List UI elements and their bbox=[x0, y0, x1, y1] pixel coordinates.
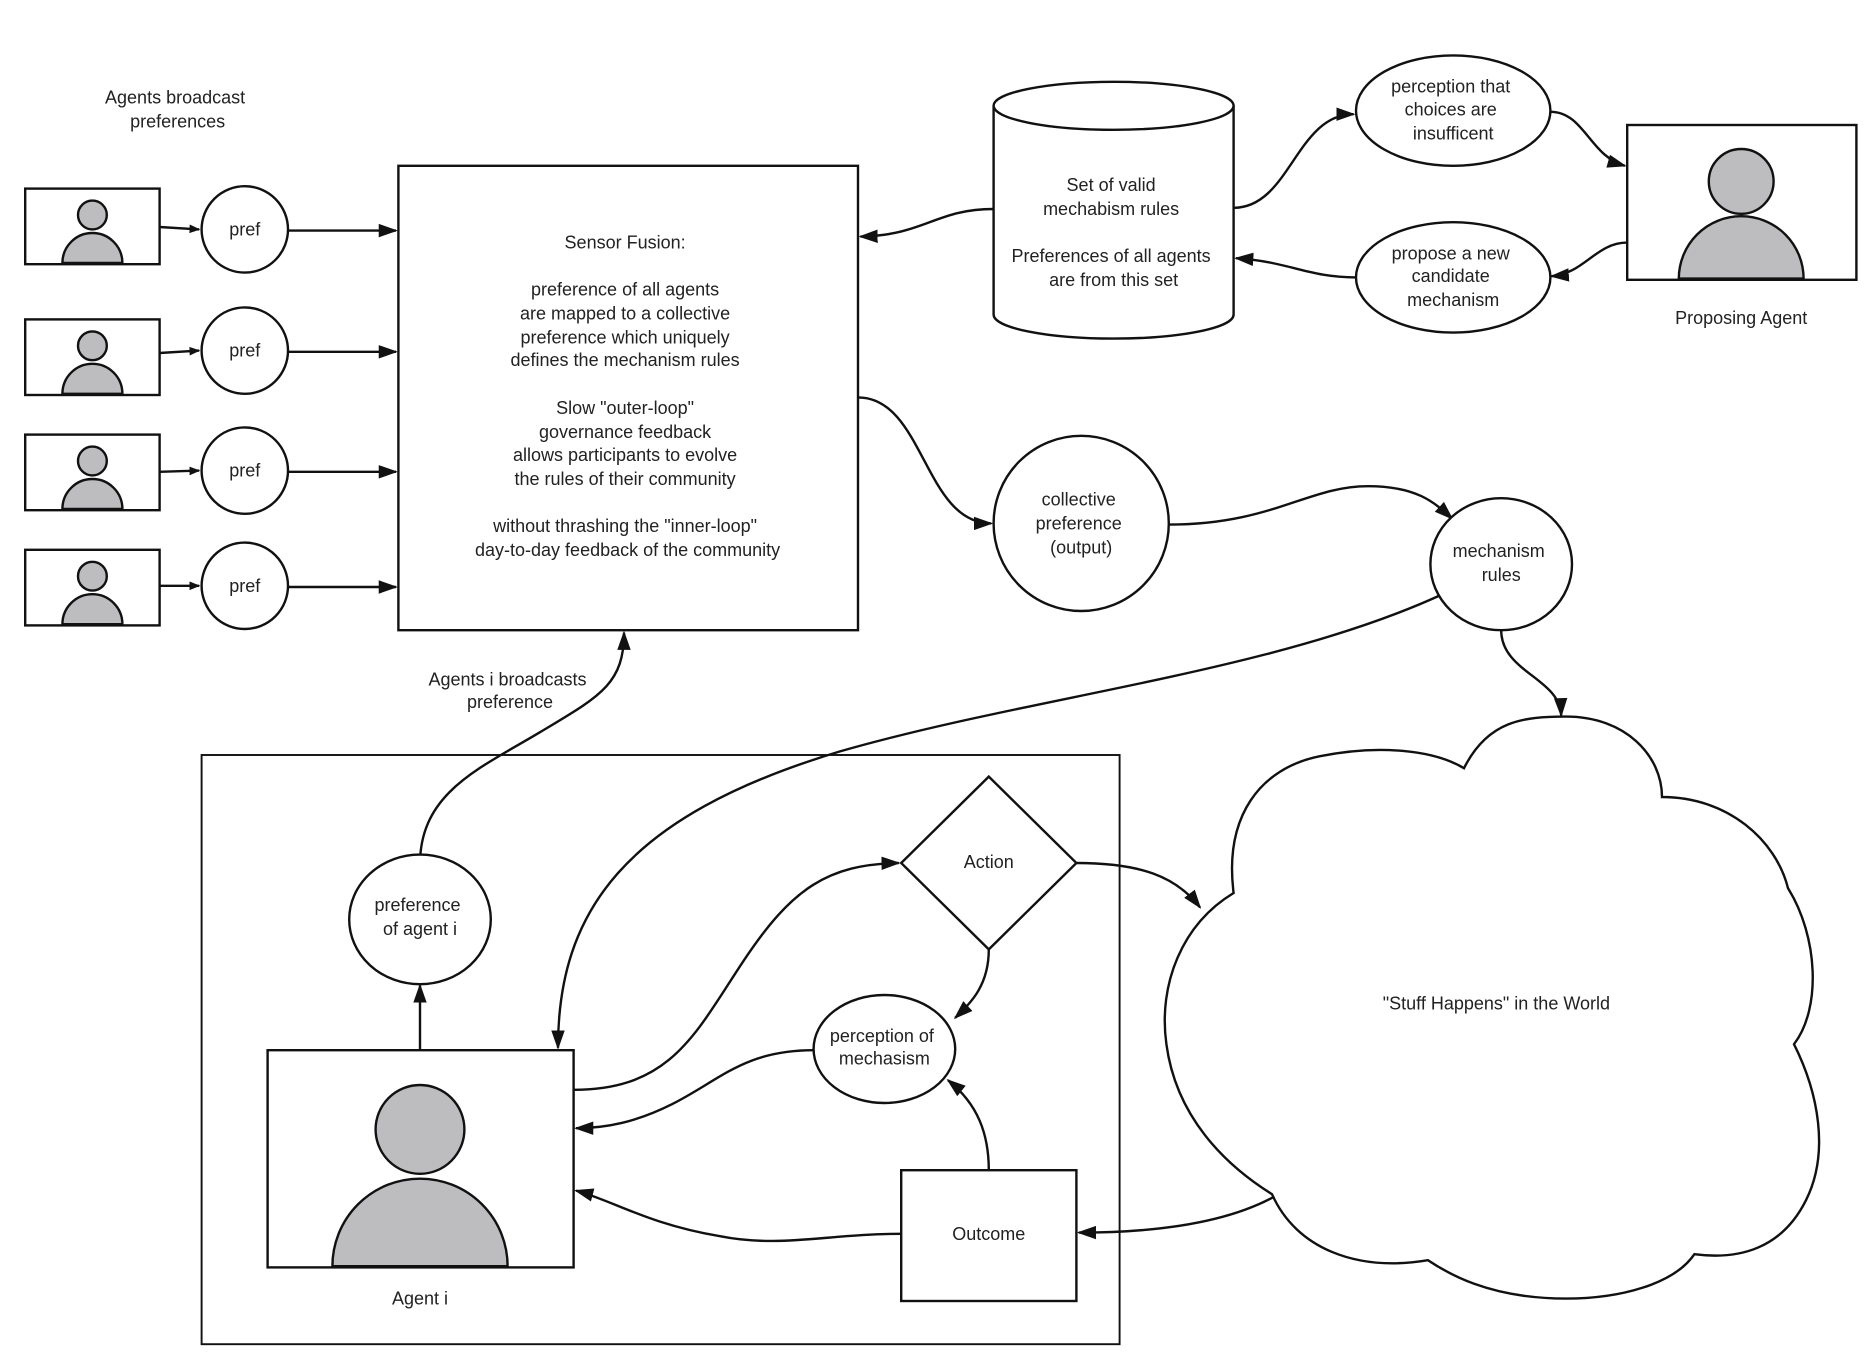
collective-preference-node: collective preference (output) bbox=[992, 434, 1170, 613]
pref-label: pref bbox=[229, 219, 261, 239]
proposing-agent: Proposing Agent bbox=[1626, 123, 1858, 328]
outcome-to-agent-arrow bbox=[574, 1188, 902, 1243]
pref-label: pref bbox=[229, 576, 261, 596]
pref-label: pref bbox=[229, 341, 261, 361]
agent-i: Agent i bbox=[266, 1049, 575, 1309]
action-to-world-arrow bbox=[1076, 861, 1202, 909]
perception-insufficient-node: perception that choices are insufficent bbox=[1354, 54, 1552, 167]
perception-of-mechanism-node: perception of mechasism bbox=[812, 993, 957, 1105]
fusion-to-collective-arrow bbox=[857, 396, 994, 531]
proposer-to-propose-arrow bbox=[1549, 241, 1628, 282]
mechanism-rules-node: mechanism rules bbox=[1429, 496, 1574, 632]
sensor-fusion-box: Sensor Fusion: preference of all agents … bbox=[397, 164, 860, 632]
agent-i-label: Agent i bbox=[392, 1289, 448, 1309]
world-to-outcome-arrow bbox=[1076, 1195, 1275, 1240]
world-label: "Stuff Happens" in the World bbox=[1383, 993, 1610, 1013]
outcome-label: Outcome bbox=[952, 1224, 1025, 1244]
agent-i-container bbox=[200, 754, 1121, 1346]
propose-candidate-text: propose a new candidate mechanism bbox=[1392, 243, 1515, 310]
sensor-fusion-text: Sensor Fusion: preference of all agents … bbox=[475, 233, 780, 560]
collective-to-mechanism-arrow bbox=[1168, 484, 1454, 526]
collective-preference-text: collective preference (output) bbox=[1036, 489, 1127, 557]
perception-to-agent-arrow bbox=[574, 1049, 814, 1135]
agent-row-1: pref bbox=[23, 184, 290, 274]
person-icon bbox=[61, 199, 124, 265]
action-to-perception-arrow bbox=[953, 949, 990, 1020]
store-to-perception-arrow bbox=[1233, 107, 1356, 209]
person-icon bbox=[1677, 147, 1805, 280]
perception-to-proposer-arrow bbox=[1550, 110, 1627, 168]
agents-broadcast-caption: Agents broadcast preferences bbox=[105, 87, 250, 131]
perception-of-mechanism-text: perception of mechasism bbox=[830, 1026, 939, 1069]
agent-row-2: pref bbox=[23, 306, 290, 397]
propose-candidate-node: propose a new candidate mechanism bbox=[1354, 220, 1552, 334]
agent-to-action-arrow bbox=[573, 856, 901, 1091]
rules-store-cylinder: Set of valid mechabism rules Preferences… bbox=[992, 80, 1235, 340]
action-label: Action bbox=[964, 852, 1014, 872]
world-cloud: "Stuff Happens" in the World bbox=[1163, 715, 1821, 1300]
perception-insufficient-text: perception that choices are insufficent bbox=[1391, 77, 1515, 144]
mechanism-rules-text: mechanism rules bbox=[1453, 541, 1550, 585]
preference-of-agent-text: preference of agent i bbox=[374, 895, 465, 939]
rules-store-text: Set of valid mechabism rules Preferences… bbox=[1012, 175, 1216, 290]
agent-pref-to-fusion-arrow bbox=[418, 630, 631, 865]
person-icon bbox=[61, 330, 124, 395]
action-node: Action bbox=[899, 774, 1079, 952]
agent-broadcast-caption: Agents i broadcasts preference bbox=[428, 669, 591, 712]
agent-row-3: pref bbox=[23, 426, 290, 515]
pref-label: pref bbox=[229, 461, 261, 481]
propose-to-store-arrow bbox=[1234, 252, 1357, 279]
preference-of-agent-node: preference of agent i bbox=[348, 853, 492, 986]
mechanism-to-world-arrow bbox=[1500, 630, 1568, 718]
person-icon bbox=[331, 1083, 509, 1268]
outcome-node: Outcome bbox=[900, 1169, 1078, 1303]
proposing-agent-label: Proposing Agent bbox=[1675, 308, 1807, 328]
pref-to-fusion-arrows bbox=[288, 223, 398, 594]
agent-to-pref-arrows bbox=[159, 224, 201, 591]
outcome-to-perception-arrow bbox=[946, 1078, 990, 1171]
agent-row-4: pref bbox=[23, 541, 290, 631]
person-icon bbox=[61, 560, 124, 626]
person-icon bbox=[61, 445, 124, 511]
store-to-fusion-arrow bbox=[858, 207, 994, 243]
mechanism-to-agent-arrow bbox=[551, 594, 1441, 1050]
